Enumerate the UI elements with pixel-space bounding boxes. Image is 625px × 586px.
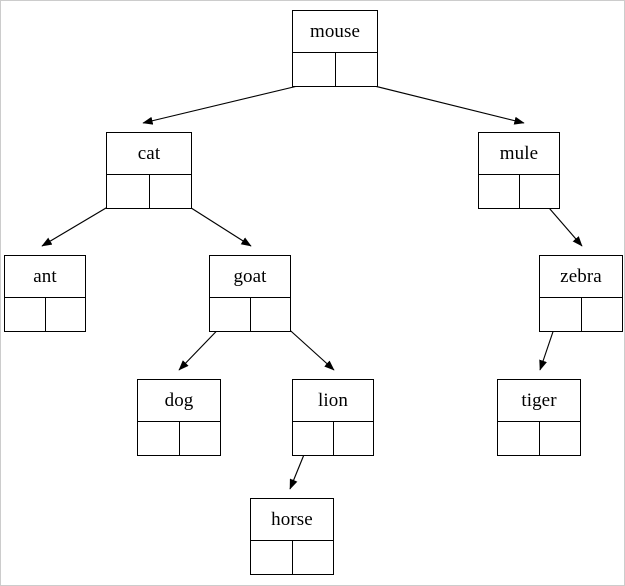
- node-right-pointer-dog[interactable]: [180, 422, 221, 455]
- node-right-pointer-cat[interactable]: [150, 175, 192, 208]
- node-pointer-cells-lion: [293, 421, 373, 455]
- node-pointer-cells-ant: [5, 297, 85, 331]
- node-pointer-cells-mouse: [293, 52, 377, 86]
- node-right-pointer-mule[interactable]: [520, 175, 560, 208]
- tree-node-dog[interactable]: dog: [137, 379, 221, 456]
- node-pointer-cells-dog: [138, 421, 220, 455]
- node-label-lion: lion: [318, 390, 348, 411]
- node-right-pointer-tiger[interactable]: [540, 422, 581, 455]
- tree-node-horse[interactable]: horse: [250, 498, 334, 575]
- node-right-pointer-horse[interactable]: [293, 541, 334, 574]
- tree-node-mule[interactable]: mule: [478, 132, 560, 209]
- node-right-pointer-mouse[interactable]: [336, 53, 378, 86]
- tree-node-lion[interactable]: lion: [292, 379, 374, 456]
- node-left-pointer-cat[interactable]: [107, 175, 150, 208]
- node-label-mouse: mouse: [309, 21, 361, 42]
- node-left-pointer-goat[interactable]: [210, 298, 251, 331]
- node-left-pointer-dog[interactable]: [138, 422, 180, 455]
- tree-node-zebra[interactable]: zebra: [539, 255, 623, 332]
- node-right-pointer-zebra[interactable]: [582, 298, 623, 331]
- tree-node-mouse[interactable]: mouse: [292, 10, 378, 87]
- node-right-pointer-ant[interactable]: [46, 298, 86, 331]
- node-label-dog: dog: [164, 390, 194, 411]
- tree-node-goat[interactable]: goat: [209, 255, 291, 332]
- node-pointer-cells-cat: [107, 174, 191, 208]
- node-pointer-cells-horse: [251, 540, 333, 574]
- node-label-cat: cat: [137, 143, 161, 164]
- tree-node-cat[interactable]: cat: [106, 132, 192, 209]
- node-pointer-cells-zebra: [540, 297, 622, 331]
- node-left-pointer-zebra[interactable]: [540, 298, 582, 331]
- node-label-mule: mule: [499, 143, 539, 164]
- node-pointer-cells-mule: [479, 174, 559, 208]
- node-label-ant: ant: [33, 266, 57, 287]
- node-pointer-cells-goat: [210, 297, 290, 331]
- tree-node-ant[interactable]: ant: [4, 255, 86, 332]
- node-left-pointer-tiger[interactable]: [498, 422, 540, 455]
- node-left-pointer-mouse[interactable]: [293, 53, 336, 86]
- node-left-pointer-mule[interactable]: [479, 175, 520, 208]
- node-label-zebra: zebra: [560, 266, 602, 287]
- tree-node-tiger[interactable]: tiger: [497, 379, 581, 456]
- node-pointer-cells-tiger: [498, 421, 580, 455]
- node-right-pointer-goat[interactable]: [251, 298, 291, 331]
- node-label-goat: goat: [233, 266, 267, 287]
- node-label-horse: horse: [271, 509, 313, 530]
- node-left-pointer-ant[interactable]: [5, 298, 46, 331]
- node-label-tiger: tiger: [521, 390, 557, 411]
- node-left-pointer-horse[interactable]: [251, 541, 293, 574]
- node-left-pointer-lion[interactable]: [293, 422, 334, 455]
- node-right-pointer-lion[interactable]: [334, 422, 374, 455]
